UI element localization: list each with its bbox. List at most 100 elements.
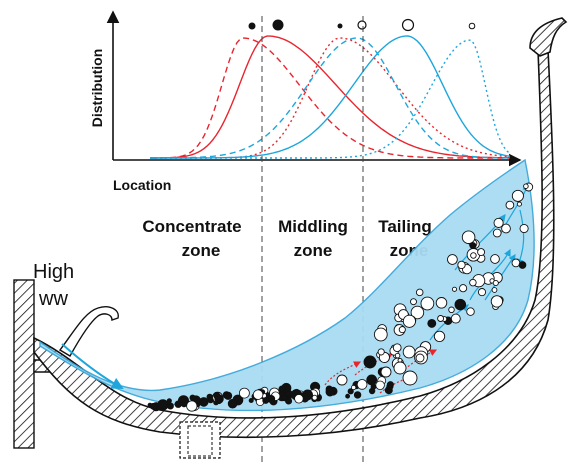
y-axis-label: Distribution xyxy=(89,49,105,128)
heavy-particle xyxy=(224,391,233,400)
support-foot-inner xyxy=(187,425,213,457)
light-particle xyxy=(252,389,264,400)
light-particle xyxy=(451,286,458,292)
wash-water-jet xyxy=(61,343,124,389)
light-particle xyxy=(461,230,476,244)
legend-particle-small-dark-2 xyxy=(337,23,343,29)
light-particle xyxy=(492,228,502,238)
heavy-particle xyxy=(262,397,270,404)
light-particle xyxy=(394,352,401,359)
light-particle xyxy=(336,374,348,386)
light-particle xyxy=(398,326,406,334)
heavy-particle xyxy=(469,242,477,250)
light-particle xyxy=(392,343,402,353)
concentrate-zone-label-line2: zone xyxy=(182,241,221,260)
particle-size-legend xyxy=(248,18,476,32)
light-particle xyxy=(511,258,521,268)
light-particle xyxy=(466,307,475,316)
light-particle xyxy=(402,345,416,359)
light-particle xyxy=(420,296,435,311)
high-ww-label-line1: High xyxy=(33,261,74,283)
wash-water-pipe xyxy=(58,306,119,357)
heavy-particle xyxy=(160,401,169,410)
light-particle xyxy=(435,297,448,309)
heavy-particle xyxy=(166,402,174,410)
light-particle xyxy=(511,189,524,202)
light-particle xyxy=(377,348,385,356)
particles xyxy=(147,182,534,412)
heavy-particle xyxy=(363,355,377,369)
heavy-particle xyxy=(248,397,254,403)
heavy-particle xyxy=(345,393,351,399)
x-axis-label: Location xyxy=(113,177,171,193)
blue-dotted-curve xyxy=(150,39,511,159)
light-particle xyxy=(450,313,461,324)
light-particle xyxy=(505,200,515,210)
light-particle xyxy=(477,288,487,297)
heavy-particle xyxy=(285,397,293,405)
light-particle xyxy=(447,254,458,265)
light-particle xyxy=(491,287,498,293)
heavy-particle xyxy=(227,398,238,409)
tailing-zone-label-line1: Tailing xyxy=(378,217,432,236)
light-particle xyxy=(402,370,418,386)
heavy-particle xyxy=(174,400,182,408)
distribution-curves xyxy=(150,35,511,159)
light-particle xyxy=(294,394,304,404)
light-particle xyxy=(410,298,417,306)
red-dashed-curve xyxy=(150,37,510,159)
light-particle xyxy=(415,353,425,363)
light-particle xyxy=(356,379,368,390)
light-particle xyxy=(238,387,250,399)
light-particle xyxy=(373,327,388,342)
light-particle xyxy=(493,217,504,228)
heavy-particle xyxy=(518,261,527,269)
heavy-particle xyxy=(366,374,378,386)
light-particle xyxy=(186,400,198,412)
light-particle xyxy=(433,330,446,343)
heavy-particle xyxy=(454,298,467,311)
water-film xyxy=(39,158,535,412)
heavy-particle xyxy=(214,394,224,404)
light-particle xyxy=(459,284,468,293)
outer-lip xyxy=(529,17,568,57)
legend-particle-small-dark xyxy=(248,22,256,30)
light-particle xyxy=(410,305,425,320)
heavy-particle xyxy=(285,389,293,398)
light-particle xyxy=(477,248,486,257)
heavy-particle xyxy=(386,381,394,389)
light-particle xyxy=(501,223,511,234)
light-particle xyxy=(492,279,499,287)
light-particle xyxy=(448,306,455,314)
legend-particle-large-dark xyxy=(272,19,284,31)
legend-particle-small-light xyxy=(357,20,367,30)
heavy-particle xyxy=(302,389,314,401)
heavy-particle xyxy=(207,397,214,404)
light-particle xyxy=(393,361,407,375)
heavy-particle xyxy=(281,394,288,401)
light-particle xyxy=(490,295,504,308)
heavy-particle xyxy=(427,318,437,328)
heavy-particle xyxy=(353,391,362,399)
light-particle xyxy=(516,201,522,207)
light-particle xyxy=(311,394,318,401)
concentrate-zone-label-line1: Concentrate xyxy=(142,217,241,236)
light-particle xyxy=(380,366,392,378)
light-particle xyxy=(415,288,424,297)
middling-zone-label-line2: zone xyxy=(294,241,333,260)
light-particle xyxy=(350,384,357,391)
light-particle xyxy=(469,278,477,287)
legend-particle-small-light-2 xyxy=(468,22,476,30)
red-dotted-curve xyxy=(150,37,511,159)
heavy-particle xyxy=(278,385,286,393)
legend-particle-large-light xyxy=(401,18,415,32)
zone-labels: Concentrate zone Middling zone Tailing z… xyxy=(142,217,431,260)
heavy-particle xyxy=(368,387,376,395)
light-particle xyxy=(490,254,500,264)
central-column-wall xyxy=(13,279,35,449)
middling-zone-label-line1: Middling xyxy=(278,217,348,236)
red-solid-curve xyxy=(150,35,510,159)
heavy-particle xyxy=(325,387,335,397)
light-particle xyxy=(437,315,445,322)
